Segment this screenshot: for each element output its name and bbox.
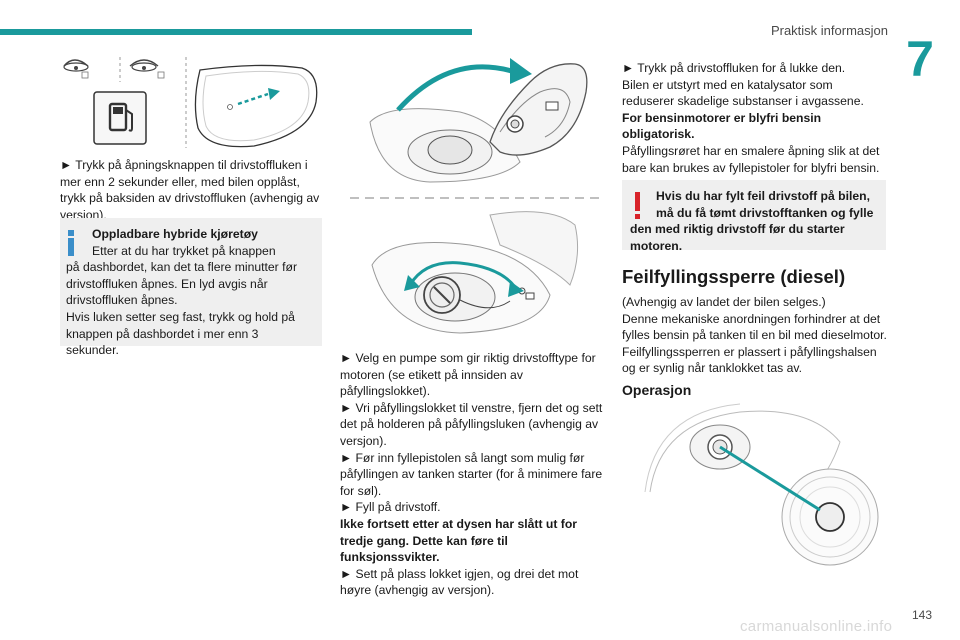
watermark: carmanualsonline.info bbox=[740, 618, 893, 635]
fuel-cap-figure bbox=[371, 211, 579, 334]
header-accent-bar bbox=[0, 29, 472, 35]
operation-heading: Operasjon bbox=[622, 382, 692, 398]
steering-wheel-icon bbox=[63, 59, 89, 79]
col2-step-1: ► Velg en pumpe som gir riktig drivstoff… bbox=[340, 351, 596, 399]
misfuel-location: Feilfyllingssperren er plassert i påfyll… bbox=[622, 344, 877, 376]
col1-instruction: ► Trykk på åpningsknappen til drivstoffl… bbox=[60, 158, 320, 222]
misfuel-description: (Avhengig av landet der bilen selges.) D… bbox=[622, 294, 888, 377]
misfuel-heading: Feilfyllingssperre (diesel) bbox=[622, 266, 846, 287]
col3-catalyst: Bilen er utstyrt med en katalysator som … bbox=[622, 77, 864, 109]
steering-wheel-icon bbox=[129, 59, 165, 79]
col2-step-4: ► Fyll på drivstoff. bbox=[340, 500, 441, 515]
col2-step-2: ► Vri påfyllingslokket til venstre, fjer… bbox=[340, 400, 603, 448]
info-line1: Etter at du har trykket på knappen bbox=[92, 243, 276, 258]
figure-divider bbox=[350, 197, 600, 199]
col2-warning-text: Ikke fortsett etter at dysen har slått u… bbox=[340, 516, 578, 565]
info-title: Oppladbare hybride kjøretøy bbox=[92, 227, 258, 241]
warning-line1: Hvis du har fylt feil drivstoff på bilen… bbox=[656, 189, 870, 203]
info-icon bbox=[66, 230, 76, 258]
col3-unleaded-required: For bensinmotorer er blyfri bensin oblig… bbox=[622, 110, 822, 142]
section-title: Praktisk informasjon bbox=[770, 23, 888, 38]
warning-icon bbox=[634, 192, 642, 220]
info-body: på dashbordet, kan det ta flere minutter… bbox=[66, 260, 298, 358]
col3-filler-neck: Påfyllingsrøret har en smalere åpning sl… bbox=[622, 143, 880, 175]
info-box: Oppladbare hybride kjøretøy Etter at du … bbox=[60, 218, 322, 357]
col2-step-6: ► Sett på plass lokket igjen, og drei de… bbox=[340, 566, 579, 598]
col2-step-3: ► Før inn fyllepistolen så langt som mul… bbox=[340, 450, 603, 498]
col3-top-text: ► Trykk på drivstoffluken for å lukke de… bbox=[622, 60, 888, 176]
misfuel-device-figure bbox=[644, 403, 879, 566]
fuel-pump-icon bbox=[93, 91, 147, 145]
col3-close-flap: ► Trykk på drivstoffluken for å lukke de… bbox=[622, 61, 846, 75]
open-fuel-flap-figure bbox=[369, 58, 588, 183]
warning-box: Hvis du har fylt feil drivstoff på bilen… bbox=[622, 180, 886, 253]
page-number: 143 bbox=[911, 608, 932, 622]
col2-instructions: ► Velg en pumpe som gir riktig drivstoff… bbox=[340, 350, 608, 599]
fuel-flap-button-figure bbox=[63, 57, 318, 148]
misfuel-intro: (Avhengig av landet der bilen selges.) D… bbox=[622, 295, 887, 343]
warning-body: må du få tømt drivstofftanken og fylle d… bbox=[630, 205, 874, 253]
chapter-number: 7 bbox=[906, 31, 934, 87]
